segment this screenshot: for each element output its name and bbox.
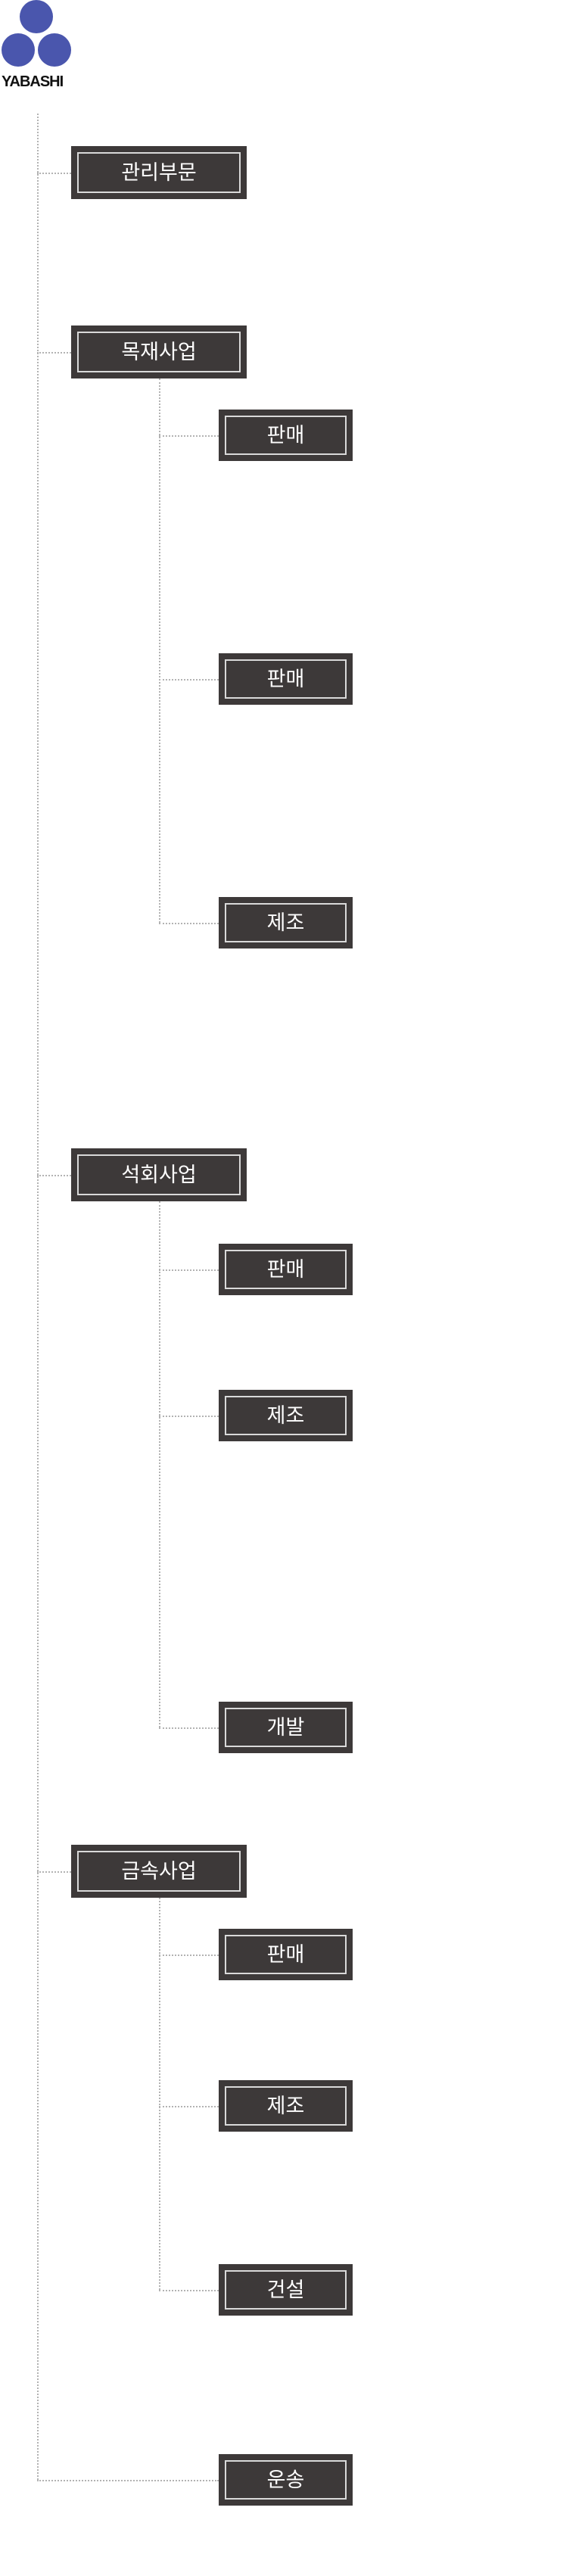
division-connector bbox=[37, 1175, 71, 1176]
division-connector bbox=[37, 1871, 71, 1873]
division-node[interactable]: 금속사업 bbox=[71, 1845, 247, 1898]
unit-node-label: 제조 bbox=[225, 1396, 347, 1435]
unit-node-label: 판매 bbox=[225, 1250, 347, 1289]
yabashi-logo: YABASHI bbox=[0, 0, 83, 95]
division-node[interactable]: 목재사업 bbox=[71, 326, 247, 378]
logo-circle-top bbox=[20, 0, 53, 33]
unit-node[interactable]: 판매 bbox=[219, 1929, 353, 1980]
division-connector bbox=[37, 173, 71, 174]
unit-node-label: 판매 bbox=[225, 659, 347, 699]
unit-node-label: 제조 bbox=[225, 2086, 347, 2126]
unit-node[interactable]: 판매 bbox=[219, 1244, 353, 1295]
unit-node-label: 건설 bbox=[225, 2270, 347, 2310]
leaf-connector bbox=[159, 1727, 219, 1729]
trunk-connector bbox=[37, 114, 39, 2480]
unit-node[interactable]: 개발 bbox=[219, 1702, 353, 1753]
unit-node[interactable]: 제조 bbox=[219, 1390, 353, 1441]
leaf-connector bbox=[159, 2106, 219, 2107]
leaf-connector bbox=[159, 1269, 219, 1271]
leaf-connector bbox=[159, 1416, 219, 1417]
unit-node[interactable]: 건설 bbox=[219, 2264, 353, 2316]
unit-node[interactable]: 제조 bbox=[219, 2080, 353, 2132]
division-node[interactable]: 석회사업 bbox=[71, 1148, 247, 1201]
unit-node-label: 판매 bbox=[225, 1935, 347, 1974]
branch-connector bbox=[159, 1201, 160, 1727]
unit-node-label: 개발 bbox=[225, 1708, 347, 1747]
leaf-connector bbox=[159, 435, 219, 437]
branch-connector bbox=[159, 1898, 160, 2290]
division-connector bbox=[37, 2480, 219, 2481]
division-node[interactable]: 관리부문 bbox=[71, 146, 247, 199]
division-connector bbox=[37, 352, 71, 354]
division-node-label: 금속사업 bbox=[77, 1851, 241, 1892]
leaf-connector bbox=[159, 2290, 219, 2291]
unit-node[interactable]: 판매 bbox=[219, 410, 353, 461]
division-node-label: 목재사업 bbox=[77, 332, 241, 372]
unit-node-label: 제조 bbox=[225, 903, 347, 942]
leaf-connector bbox=[159, 679, 219, 681]
division-node-label: 운송 bbox=[225, 2460, 347, 2500]
unit-node-label: 판매 bbox=[225, 416, 347, 455]
unit-node[interactable]: 제조 bbox=[219, 897, 353, 948]
logo-circle-left bbox=[2, 33, 35, 67]
division-node-label: 관리부문 bbox=[77, 152, 241, 193]
division-node[interactable]: 운송 bbox=[219, 2454, 353, 2506]
leaf-connector bbox=[159, 1955, 219, 1956]
leaf-connector bbox=[159, 923, 219, 924]
division-node-label: 석회사업 bbox=[77, 1154, 241, 1195]
logo-circle-right bbox=[38, 33, 71, 67]
logo-text: YABASHI bbox=[2, 73, 64, 90]
branch-connector bbox=[159, 378, 160, 923]
unit-node[interactable]: 판매 bbox=[219, 653, 353, 705]
